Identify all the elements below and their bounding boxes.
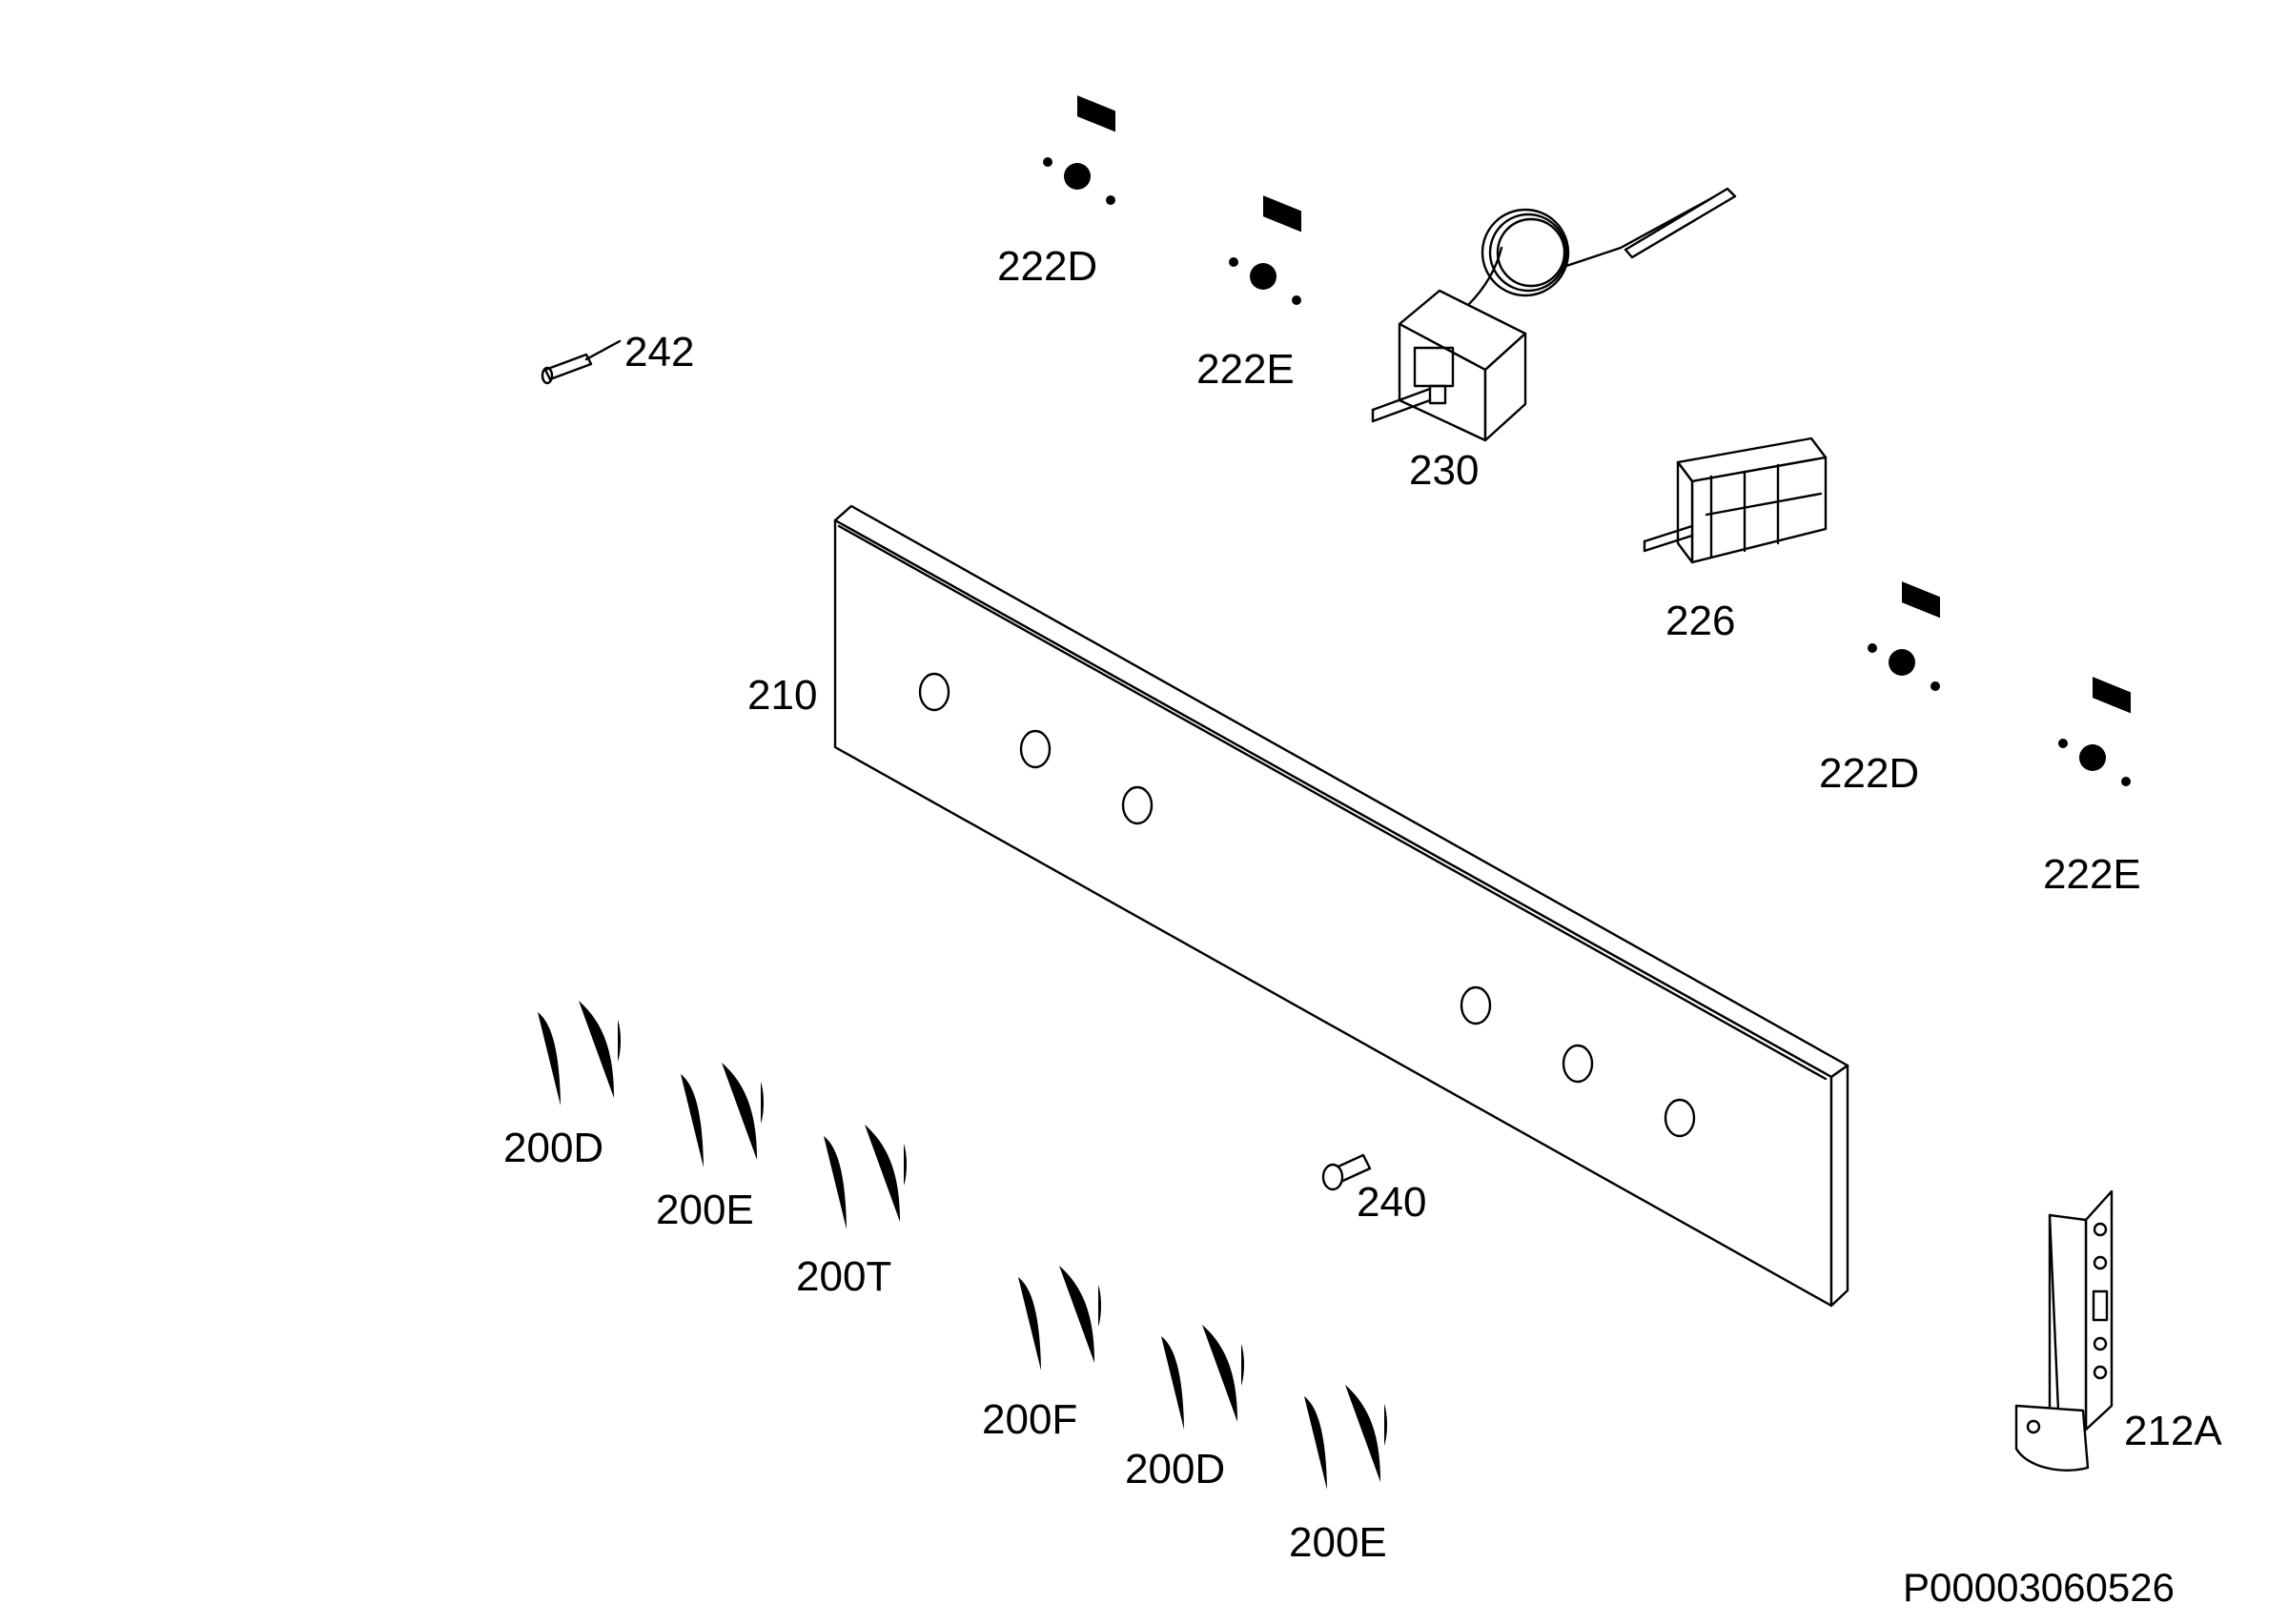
control-panel-210 xyxy=(833,504,1849,1308)
label-212A: 212A xyxy=(2124,1408,2222,1454)
drawing-id: P00003060526 xyxy=(1903,1565,2175,1610)
label-222E-right: 222E xyxy=(2043,851,2141,898)
knob-200D-lower xyxy=(1150,1317,1272,1433)
label-222E-top: 222E xyxy=(1196,346,1295,393)
label-240: 240 xyxy=(1357,1179,1427,1226)
label-222D-right: 222D xyxy=(1819,750,1920,797)
selector-switch-226 xyxy=(1643,436,1828,564)
knob-200E-upper xyxy=(669,1055,791,1171)
bracket-212A xyxy=(2014,1189,2114,1472)
knob-200F xyxy=(1007,1258,1129,1374)
label-200F: 200F xyxy=(982,1396,1078,1443)
knob-200T xyxy=(812,1117,934,1233)
regulator-222E-right xyxy=(2031,639,2197,848)
label-230: 230 xyxy=(1409,447,1480,494)
knob-200D-upper xyxy=(526,993,648,1109)
regulator-222D-top xyxy=(1015,57,1182,267)
regulator-222E-top xyxy=(1201,157,1368,367)
label-222D-top: 222D xyxy=(997,243,1098,290)
label-242: 242 xyxy=(624,329,695,376)
label-226: 226 xyxy=(1665,598,1736,644)
screw-242 xyxy=(541,339,622,385)
label-200E-upper: 200E xyxy=(656,1187,754,1233)
label-210: 210 xyxy=(747,672,818,719)
knob-200E-lower xyxy=(1293,1377,1415,1493)
label-200T: 200T xyxy=(796,1253,892,1300)
label-200E-lower: 200E xyxy=(1289,1519,1387,1566)
label-200D-lower: 200D xyxy=(1125,1446,1226,1492)
regulator-222D-right xyxy=(1840,543,2007,753)
thermostat-230 xyxy=(1371,187,1737,442)
screw-240 xyxy=(1321,1153,1372,1191)
label-200D-upper: 200D xyxy=(503,1125,604,1171)
